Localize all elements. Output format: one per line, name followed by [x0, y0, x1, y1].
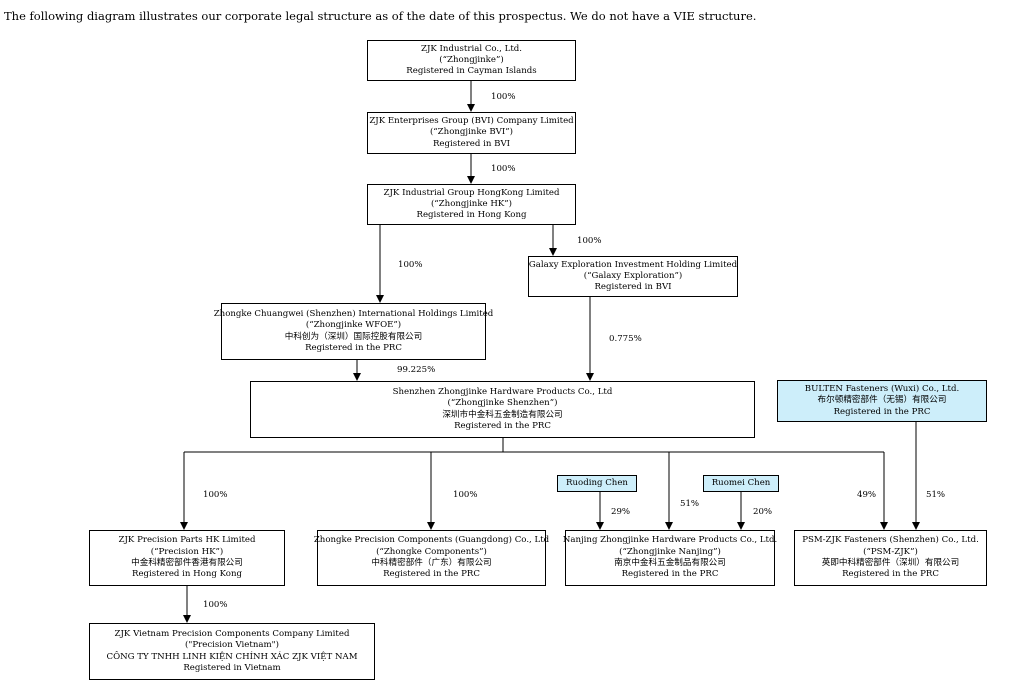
entity-name: Galaxy Exploration Investment Holding Li… [528, 259, 738, 270]
entity-chinese-name: 布尔顿精密部件（无锡）有限公司 [817, 395, 947, 406]
entity-psm-zjk: PSM-ZJK Fasteners (Shenzhen) Co., Ltd. (… [794, 530, 987, 586]
ownership-pct-cayman-bvi: 100% [491, 92, 516, 102]
ownership-pct-ruoding-nanjing: 29% [611, 507, 631, 517]
entity-vietnamese-name: CÔNG TY TNHH LINH KIỆN CHÍNH XÁC ZJK VIỆ… [106, 651, 358, 662]
entity-short-name: (“Zhongke Components”) [376, 546, 487, 557]
entity-name: Shenzhen Zhongjinke Hardware Products Co… [392, 386, 613, 397]
entity-registration: Registered in Hong Kong [131, 569, 243, 580]
entity-zjk-hk: ZJK Industrial Group HongKong Limited (“… [367, 184, 576, 225]
entity-registration: Registered in Vietnam [183, 662, 281, 673]
entity-short-name: (“Zhongjinke BVI”) [429, 127, 514, 138]
shareholder-name: Ruomei Chen [711, 477, 771, 488]
entity-registration: Registered in the PRC [383, 569, 480, 580]
shareholder-ruomei-chen: Ruomei Chen [703, 475, 779, 492]
entity-name: PSM-ZJK Fasteners (Shenzhen) Co., Ltd. [802, 535, 979, 546]
entity-short-name: (“Precision HK”) [150, 546, 224, 557]
entity-chinese-name: 深圳市中金科五金制造有限公司 [442, 409, 563, 420]
entity-bulten-fasteners: BULTEN Fasteners (Wuxi) Co., Ltd. 布尔顿精密部… [777, 380, 987, 422]
ownership-pct-shenzhen-components: 100% [453, 490, 478, 500]
ownership-pct-hk-galaxy: 100% [577, 236, 602, 246]
entity-chinese-name: 中科精密部件（广东）有限公司 [371, 558, 492, 568]
entity-name: ZJK Precision Parts HK Limited [118, 535, 256, 546]
entity-zhongjinke-shenzhen: Shenzhen Zhongjinke Hardware Products Co… [250, 381, 755, 438]
entity-zhongjinke-wfoe: Zhongke Chuangwei (Shenzhen) Internation… [214, 303, 493, 360]
ownership-pct-shenzhen-precision-hk: 100% [203, 490, 228, 500]
entity-precision-hk: ZJK Precision Parts HK Limited (“Precisi… [89, 530, 285, 586]
entity-chinese-name: 中科创为（深圳）国际控股有限公司 [284, 331, 423, 342]
entity-chinese-name: 英即中科精密部件（深圳）有限公司 [821, 558, 960, 568]
ownership-pct-wfoe-shenzhen: 99.225% [397, 365, 436, 375]
intro-text: The following diagram illustrates our co… [4, 9, 757, 23]
entity-short-name: (“Zhongjinke Shenzhen”) [447, 398, 558, 409]
entity-registration: Registered in the PRC [454, 420, 551, 431]
entity-zjk-industrial: ZJK Industrial Co., Ltd. (“Zhongjinke”) … [367, 40, 576, 81]
entity-registration: Registered in the PRC [833, 406, 931, 417]
entity-short-name: ("Precision Vietnam") [185, 640, 279, 651]
entity-registration: Registered in BVI [594, 282, 672, 293]
entity-name: ZJK Industrial Co., Ltd. [420, 43, 523, 54]
entity-zjk-bvi: ZJK Enterprises Group (BVI) Company Limi… [367, 112, 576, 154]
entity-registration: Registered in Cayman Islands [406, 66, 537, 77]
ownership-pct-ruomei-nanjing: 20% [753, 507, 773, 517]
entity-name: Zhongke Precision Components (Guangdong)… [313, 535, 550, 546]
ownership-pct-galaxy-shenzhen: 0.775% [609, 334, 642, 344]
entity-short-name: (“PSM-ZJK”) [863, 546, 918, 557]
ownership-pct-precision-hk-vietnam: 100% [203, 600, 228, 610]
entity-short-name: (“Zhongjinke Nanjing”) [619, 546, 721, 557]
entity-short-name: (“Galaxy Exploration”) [583, 270, 683, 281]
entity-name: ZJK Industrial Group HongKong Limited [383, 187, 560, 198]
ownership-pct-hk-wfoe: 100% [398, 260, 423, 270]
entity-short-name: (“Zhongjinke”) [439, 54, 504, 65]
entity-registration: Registered in the PRC [305, 342, 402, 353]
entity-registration: Registered in the PRC [842, 569, 939, 580]
entity-name: BULTEN Fasteners (Wuxi) Co., Ltd. [804, 384, 960, 395]
entity-short-name: (“Zhongjinke HK”) [430, 198, 513, 209]
shareholder-ruoding-chen: Ruoding Chen [557, 475, 637, 492]
ownership-pct-shenzhen-psm: 49% [857, 490, 877, 500]
entity-name: ZJK Vietnam Precision Components Company… [114, 628, 350, 639]
entity-galaxy-exploration: Galaxy Exploration Investment Holding Li… [528, 256, 738, 297]
entity-name: Nanjing Zhongjinke Hardware Products Co.… [562, 535, 778, 546]
entity-registration: Registered in BVI [432, 138, 511, 149]
entity-registration: Registered in Hong Kong [416, 210, 527, 221]
ownership-pct-bulten-psm: 51% [926, 490, 946, 500]
entity-short-name: (“Zhongjinke WFOE”) [305, 320, 402, 331]
ownership-pct-shenzhen-nanjing: 51% [680, 499, 700, 509]
shareholder-name: Ruoding Chen [566, 477, 628, 488]
entity-precision-vietnam: ZJK Vietnam Precision Components Company… [89, 623, 375, 680]
ownership-pct-bvi-hk: 100% [491, 164, 516, 174]
entity-name: ZJK Enterprises Group (BVI) Company Limi… [369, 116, 574, 127]
entity-zhongjinke-nanjing: Nanjing Zhongjinke Hardware Products Co.… [562, 530, 778, 586]
entity-zhongke-components: Zhongke Precision Components (Guangdong)… [313, 530, 550, 586]
entity-registration: Registered in the PRC [621, 569, 719, 580]
entity-name: Zhongke Chuangwei (Shenzhen) Internation… [213, 308, 494, 319]
entity-chinese-name: 南京中金科五金制品有限公司 [614, 558, 726, 568]
entity-chinese-name: 中金科精密部件香港有限公司 [131, 558, 243, 568]
